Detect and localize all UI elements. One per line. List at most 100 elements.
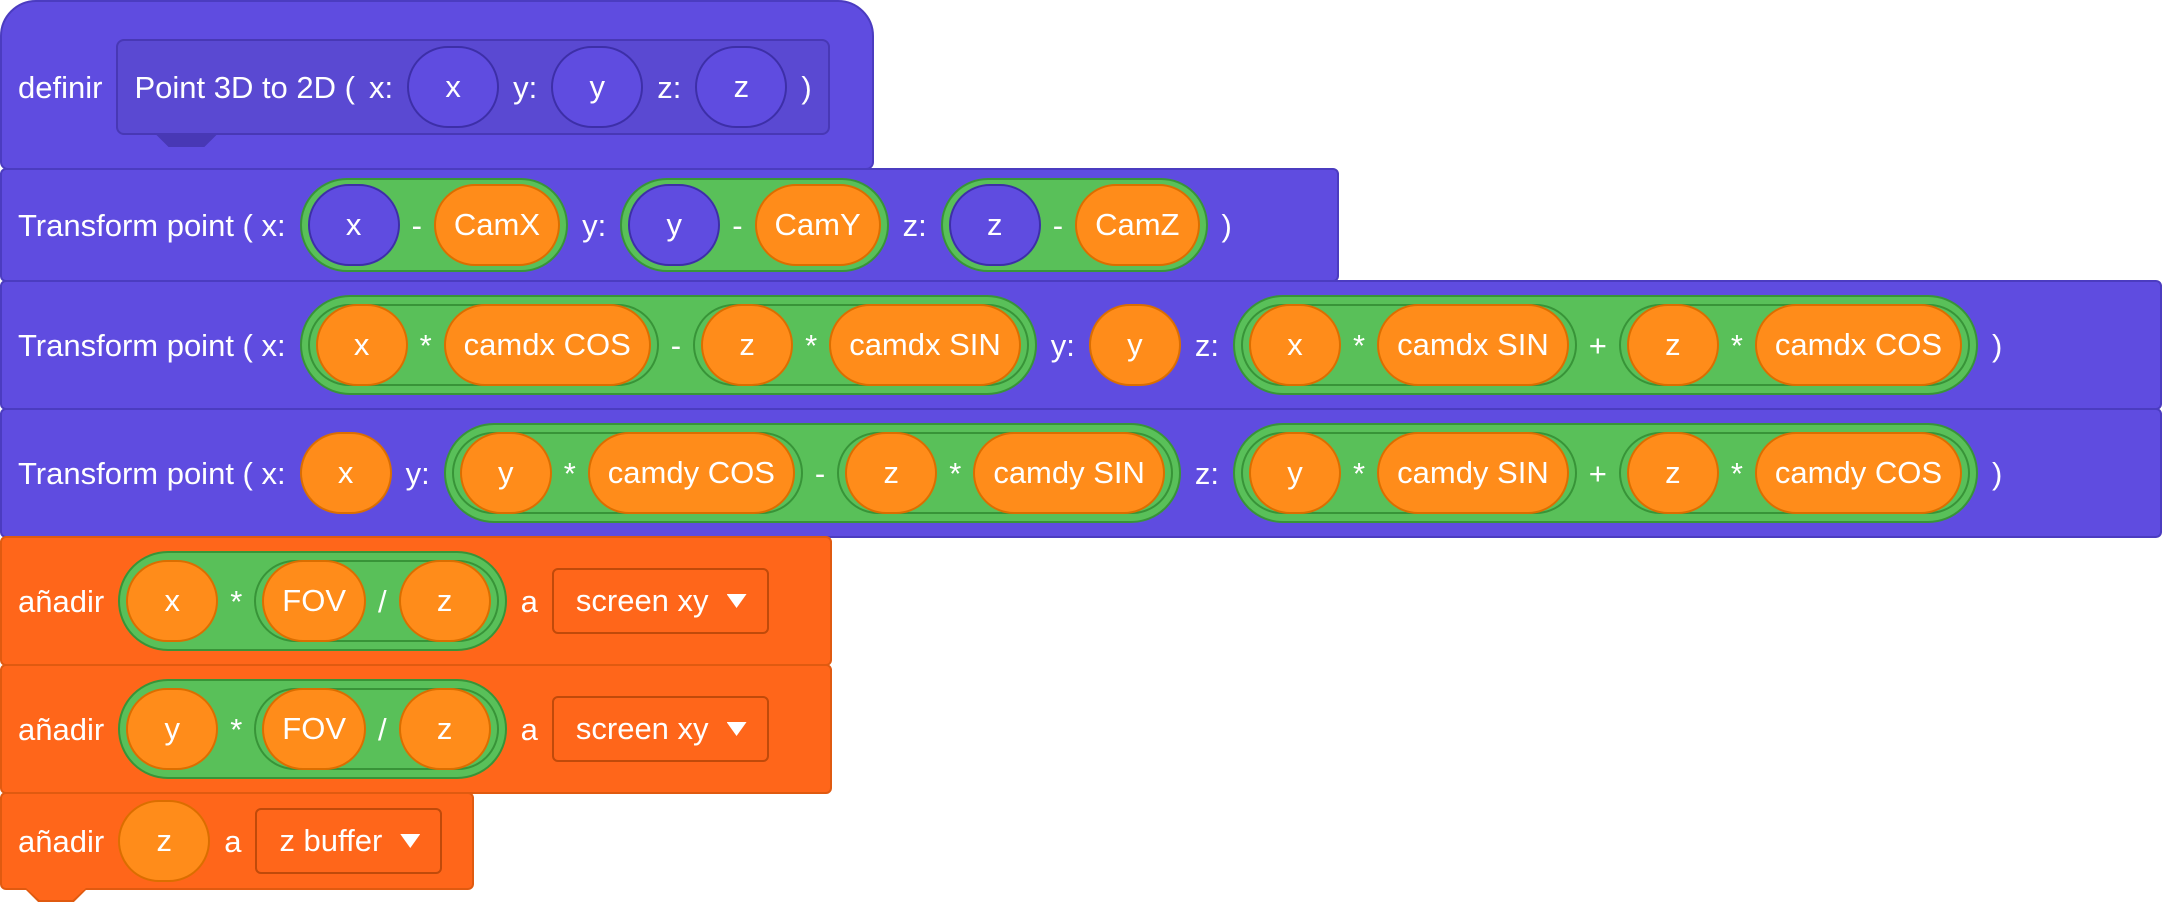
add-to-list-block-3[interactable]: añadir z a z buffer — [0, 792, 474, 902]
minus-sign: - — [411, 207, 422, 243]
add-to-list-block-1[interactable]: añadir x * FOV / z a screen xy — [0, 536, 832, 678]
variable-camdx-cos[interactable]: camdx COS — [443, 304, 651, 386]
transform-point-block-1[interactable]: Transform point ( x: x - CamX y: y - Cam… — [0, 168, 1339, 294]
argument-x[interactable]: x — [307, 184, 400, 266]
variable-camy[interactable]: CamY — [754, 184, 881, 266]
transform-point-block-2[interactable]: Transform point ( x: x * camdx COS - z *… — [0, 280, 2162, 422]
add-keyword: añadir — [18, 711, 105, 747]
to-label: a — [224, 823, 242, 859]
variable-camz[interactable]: CamZ — [1075, 184, 1200, 266]
argument-x[interactable]: x — [407, 46, 500, 128]
minus-sign: - — [670, 327, 682, 363]
variable-camdy-cos[interactable]: camdy COS — [587, 432, 795, 514]
multiply-operator[interactable]: z * camdx COS — [1618, 304, 1971, 386]
block-label: Transform point ( x: — [18, 327, 286, 363]
z-label: z: — [1194, 327, 1220, 363]
subtract-operator[interactable]: x * camdx COS - z * camdx SIN — [299, 295, 1037, 395]
multiply-operator[interactable]: z * camdx SIN — [693, 304, 1029, 386]
divide-operator[interactable]: FOV / z — [254, 688, 499, 770]
multiply-operator[interactable]: y * camdy SIN — [1241, 432, 1577, 514]
times-sign: * — [1353, 455, 1366, 491]
subtract-operator[interactable]: x - CamX — [299, 178, 569, 272]
times-sign: * — [230, 583, 243, 619]
variable-x[interactable]: x — [1249, 304, 1342, 386]
times-sign: * — [419, 327, 432, 363]
multiply-operator[interactable]: x * FOV / z — [118, 551, 507, 651]
variable-fov[interactable]: FOV — [262, 560, 366, 642]
z-label: z: — [902, 207, 927, 243]
block-label: Transform point ( x: — [18, 455, 286, 491]
divide-operator[interactable]: FOV / z — [254, 560, 499, 642]
z-label: z: — [1194, 455, 1220, 491]
plus-sign: + — [1588, 455, 1607, 491]
close-paren: ) — [1221, 207, 1232, 243]
divide-sign: / — [378, 583, 387, 619]
variable-camdy-cos[interactable]: camdy COS — [1754, 432, 1963, 514]
add-keyword: añadir — [18, 583, 105, 619]
variable-x[interactable]: x — [299, 432, 392, 514]
variable-y[interactable]: y — [1249, 432, 1342, 514]
add-operator[interactable]: y * camdy SIN + z * camdy COS — [1233, 423, 1979, 523]
variable-z[interactable]: z — [701, 304, 794, 386]
times-sign: * — [1353, 327, 1366, 363]
y-label: y: — [1050, 327, 1075, 363]
argument-y[interactable]: y — [551, 46, 644, 128]
argument-z[interactable]: z — [948, 184, 1041, 266]
proc-prototype[interactable]: Point 3D to 2D ( x: x y: y z: z ) — [116, 39, 830, 147]
multiply-operator[interactable]: x * camdx SIN — [1241, 304, 1577, 386]
y-label: y: — [405, 455, 430, 491]
variable-camx[interactable]: CamX — [433, 184, 561, 266]
subtract-operator[interactable]: z - CamZ — [940, 178, 1208, 272]
plus-sign: + — [1588, 327, 1607, 363]
variable-camdx-sin[interactable]: camdx SIN — [829, 304, 1021, 386]
add-operator[interactable]: x * camdx SIN + z * camdx COS — [1233, 295, 1979, 395]
minus-sign: - — [732, 207, 743, 243]
y-label: y: — [513, 69, 538, 105]
argument-z[interactable]: z — [695, 46, 788, 128]
variable-y[interactable]: y — [126, 688, 219, 770]
variable-camdx-cos[interactable]: camdx COS — [1754, 304, 1963, 386]
variable-x[interactable]: x — [126, 560, 219, 642]
define-block[interactable]: definir Point 3D to 2D ( x: x y: y z: z … — [0, 0, 874, 182]
minus-sign: - — [1052, 207, 1064, 243]
close-paren: ) — [801, 69, 812, 105]
variable-camdy-sin[interactable]: camdy SIN — [973, 432, 1165, 514]
transform-point-block-3[interactable]: Transform point ( x: x y: y * camdy COS … — [0, 408, 2162, 550]
caret-down-icon — [400, 834, 421, 848]
variable-z[interactable]: z — [398, 560, 491, 642]
variable-z[interactable]: z — [398, 688, 491, 770]
caret-down-icon — [726, 722, 747, 736]
to-label: a — [520, 711, 538, 747]
z-label: z: — [657, 69, 682, 105]
variable-fov[interactable]: FOV — [262, 688, 366, 770]
times-sign: * — [563, 455, 576, 491]
variable-z[interactable]: z — [1626, 432, 1719, 514]
multiply-operator[interactable]: y * camdy COS — [451, 432, 803, 514]
list-dropdown[interactable]: screen xy — [551, 568, 769, 634]
define-keyword: definir — [18, 69, 103, 105]
divide-sign: / — [378, 711, 387, 747]
variable-z[interactable]: z — [1626, 304, 1719, 386]
argument-y[interactable]: y — [628, 184, 721, 266]
block-label: Transform point ( x: — [18, 207, 286, 243]
multiply-operator[interactable]: x * camdx COS — [307, 304, 659, 386]
variable-y[interactable]: y — [459, 432, 552, 514]
list-dropdown[interactable]: screen xy — [551, 696, 769, 762]
multiply-operator[interactable]: y * FOV / z — [118, 679, 507, 779]
variable-camdy-sin[interactable]: camdy SIN — [1377, 432, 1569, 514]
variable-x[interactable]: x — [315, 304, 408, 386]
multiply-operator[interactable]: z * camdy SIN — [837, 432, 1173, 514]
variable-camdx-sin[interactable]: camdx SIN — [1377, 304, 1569, 386]
subtract-operator[interactable]: y * camdy COS - z * camdy SIN — [443, 423, 1181, 523]
list-name: screen xy — [575, 583, 709, 618]
close-paren: ) — [1992, 455, 2003, 491]
multiply-operator[interactable]: z * camdy COS — [1618, 432, 1971, 514]
add-to-list-block-2[interactable]: añadir y * FOV / z a screen xy — [0, 664, 832, 806]
to-label: a — [520, 583, 538, 619]
variable-z[interactable]: z — [118, 800, 211, 882]
subtract-operator[interactable]: y - CamY — [620, 178, 889, 272]
variable-z[interactable]: z — [845, 432, 938, 514]
minus-sign: - — [814, 455, 826, 491]
variable-y[interactable]: y — [1088, 304, 1181, 386]
list-dropdown[interactable]: z buffer — [255, 808, 443, 874]
